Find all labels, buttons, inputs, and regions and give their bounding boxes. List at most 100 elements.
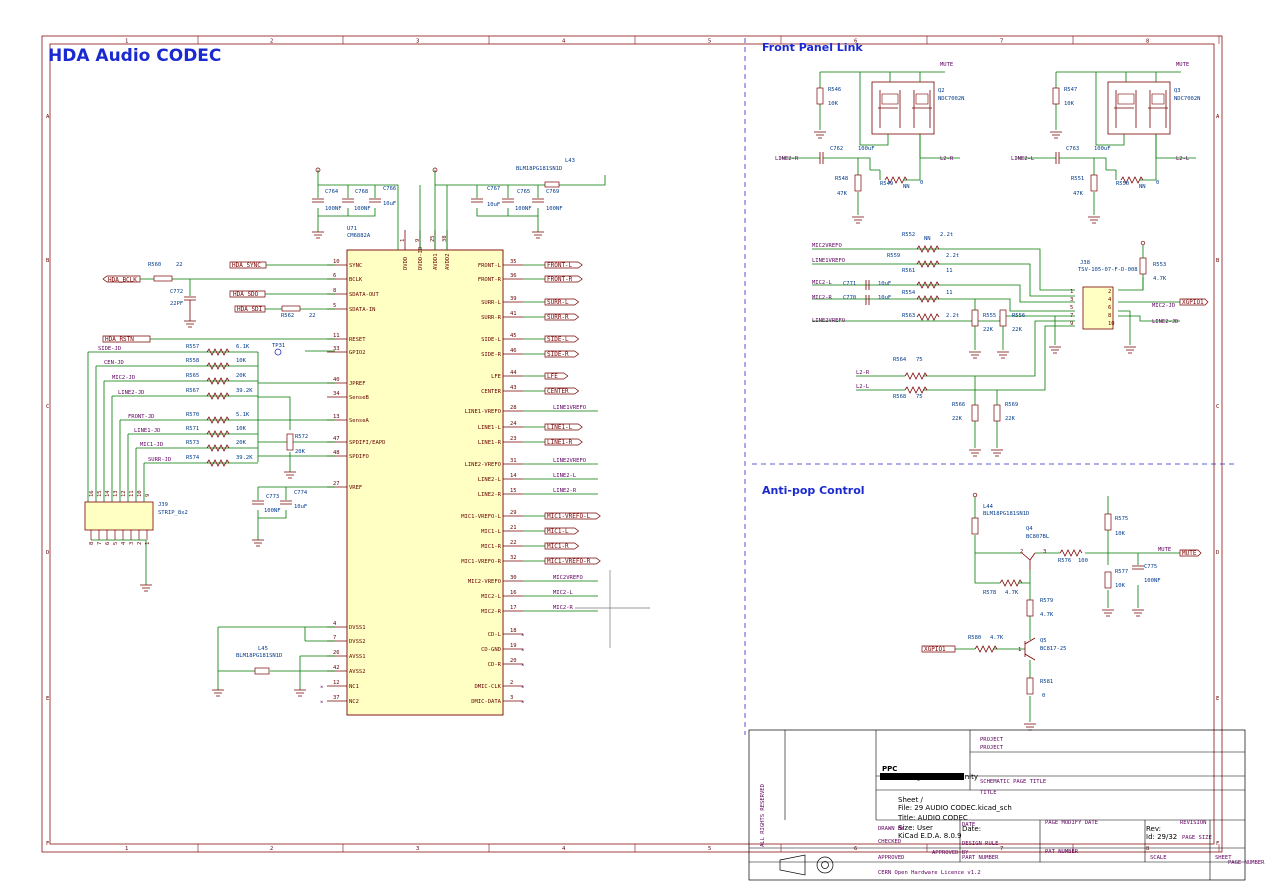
- codec-pin-num-43: 43: [510, 385, 517, 391]
- net-side-jd: SIDE-JD: [98, 346, 121, 352]
- codec-top-pin-dvdd-io: DVDD-IO: [418, 247, 424, 270]
- c768-ref: C768: [355, 189, 368, 195]
- tb-sheet: Sheet /: [898, 796, 923, 804]
- codec-pin-num-24: 24: [510, 421, 517, 427]
- hier-label-xgpio1-antipop: [921, 645, 956, 653]
- net-mic2-l-fp: MIC2-L: [812, 280, 833, 286]
- hier-label-lfe: [544, 372, 569, 380]
- hier-label-side-l: [544, 335, 580, 343]
- r552-value: NN: [924, 236, 931, 242]
- r580-ref: R580: [968, 635, 981, 641]
- r578-ref: R578: [983, 590, 996, 596]
- svg-text:HDA_SYNC: HDA_SYNC: [232, 262, 261, 269]
- j39-pin-14: 14: [105, 490, 111, 497]
- r554-value: 11: [946, 290, 953, 296]
- j39-pin-9: 9: [145, 494, 151, 497]
- r547-ref: R547: [1064, 87, 1077, 93]
- r566-ref: R566: [952, 402, 965, 408]
- l43-ref: L43: [565, 158, 575, 164]
- net-line2-jd: LINE2-JD: [118, 390, 145, 396]
- q4-pin-3: 3: [1043, 549, 1046, 555]
- jack-detect-ladder: R572 20K SIDE-JDCEN-JDMIC2-JDLINE2-JDFRO…: [87, 344, 335, 502]
- frame-row-right-B: B: [1216, 258, 1220, 264]
- hier-label-surr-r: [544, 313, 580, 321]
- codec-ref: U71: [347, 226, 357, 232]
- net-cen-jd: CEN-JD: [104, 360, 124, 366]
- r552-ref: R552: [902, 232, 915, 238]
- r568-value: 75: [916, 394, 923, 400]
- r567-ref: R567: [186, 388, 199, 394]
- codec-pin-num-40: 40: [333, 377, 340, 383]
- tb-revision: REVISION: [1180, 820, 1207, 826]
- codec-pin-line2-r: LINE2-R: [478, 492, 502, 498]
- c773-ref: C773: [266, 494, 279, 500]
- r559-value: 2.2t: [946, 253, 959, 259]
- q4-pin-2: 2: [1020, 549, 1023, 555]
- r568-ref: R568: [893, 394, 906, 400]
- frame-col-bottom-3: 3: [416, 846, 419, 852]
- tb-kicad: KiCad E.D.A. 8.0.9: [898, 832, 962, 840]
- codec-pin-num-4: 4: [333, 621, 337, 627]
- net-fp-line2-r-q2: LINE2-R: [775, 156, 799, 162]
- logo-bg: [880, 735, 965, 777]
- r549-value2: 0: [920, 180, 923, 186]
- codec-pin-num-22: 22: [510, 540, 517, 546]
- tb-id: Id: 29/32: [1146, 833, 1177, 841]
- r581-ref: R581: [1040, 679, 1053, 685]
- c766-ref: C766: [383, 186, 396, 192]
- codec-pin-side-r: SIDE-R: [481, 352, 502, 358]
- codec-pin-bclk: BCLK: [349, 277, 363, 283]
- codec-pin-mic2-vrefo: MIC2-VREFO: [468, 579, 501, 585]
- j39-pin-4: 4: [121, 541, 127, 545]
- codec-pin-num-29: 29: [510, 510, 517, 516]
- codec-pin-num-2: 2: [510, 680, 513, 686]
- hier-label-mute: [1179, 549, 1202, 557]
- codec-pin-surr-r: SURR-R: [481, 315, 502, 321]
- frame-col-top-6: 6: [854, 39, 857, 45]
- codec-pin-nc1: NC1: [349, 684, 359, 690]
- hier-label-text-front-r: FRONT-R: [547, 276, 573, 283]
- j39-pin-16: 16: [89, 490, 95, 497]
- tb-date: DATE: [962, 822, 975, 828]
- tb-license: CERN Open Hardware Licence v1.2: [878, 870, 981, 876]
- tb-schem-title-label: SCHEMATIC PAGE TITLE: [980, 779, 1046, 785]
- r549-ref: R549: [880, 181, 893, 187]
- section-dividers: [744, 38, 1235, 735]
- codec-grounds: L45 BLM18PG181SN1D: [212, 626, 335, 697]
- r572-value: 20K: [295, 449, 306, 455]
- r551-ref: R551: [1071, 176, 1084, 182]
- j39-pin-7: 7: [97, 542, 103, 545]
- frame-row-right-E: E: [1216, 696, 1219, 702]
- net-line2vrefo-fp: LINE2VREFO: [812, 318, 845, 324]
- r549-value: NN: [903, 184, 910, 190]
- codec-pin-cd-l: CD-L: [488, 632, 502, 638]
- hier-label-side-r: [544, 350, 580, 358]
- top-decoupling: C764 100NF C768 100NF C766 10uF C767 10u…: [312, 158, 606, 250]
- codec-pin-sensea: SenseA: [349, 418, 370, 424]
- c774-value: 10uF: [294, 504, 307, 510]
- j39-pin-15: 15: [97, 490, 103, 497]
- r566-value: 22K: [952, 416, 963, 422]
- frame-col-top-3: 3: [416, 39, 419, 45]
- codec-pin-num-11: 11: [333, 333, 340, 339]
- hier-label-hda-sdi: HDA_SDI: [234, 305, 266, 313]
- r578-value: 4.7K: [1005, 590, 1019, 596]
- l44-value: BLM18PG181SN1D: [983, 511, 1029, 517]
- r574-value: 39.2K: [236, 455, 253, 461]
- r553-ref: R553: [1153, 262, 1166, 268]
- r552-value2: 2.2t: [940, 232, 953, 238]
- frame-row-left-A: A: [46, 114, 50, 120]
- hda-bus-left: R560 22 C772 22PF R562 22 TP31 HDA_BCLK …: [102, 261, 335, 356]
- j39-pin-1: 1: [145, 542, 151, 545]
- r561-value: 11: [946, 268, 953, 274]
- hier-label-mic1-r: [544, 542, 580, 550]
- net-line1vrefo-fp: LINE1VREFO: [812, 258, 845, 264]
- codec-left-pins: 10SYNC6BCLK8SDATA-OUT5SDATA-IN11RESET33G…: [320, 259, 385, 706]
- net-mic1-jd: MIC1-JD: [140, 442, 163, 448]
- frame-col-top-1: 1: [125, 39, 128, 45]
- tb-drawn-by: DRAWN BY: [878, 826, 905, 832]
- hier-label-hda-sdo: HDA_SDO: [229, 290, 266, 298]
- c764-value: 100NF: [325, 206, 342, 212]
- hier-label-text-xgpio1-fp: XGPIO1: [1182, 299, 1204, 306]
